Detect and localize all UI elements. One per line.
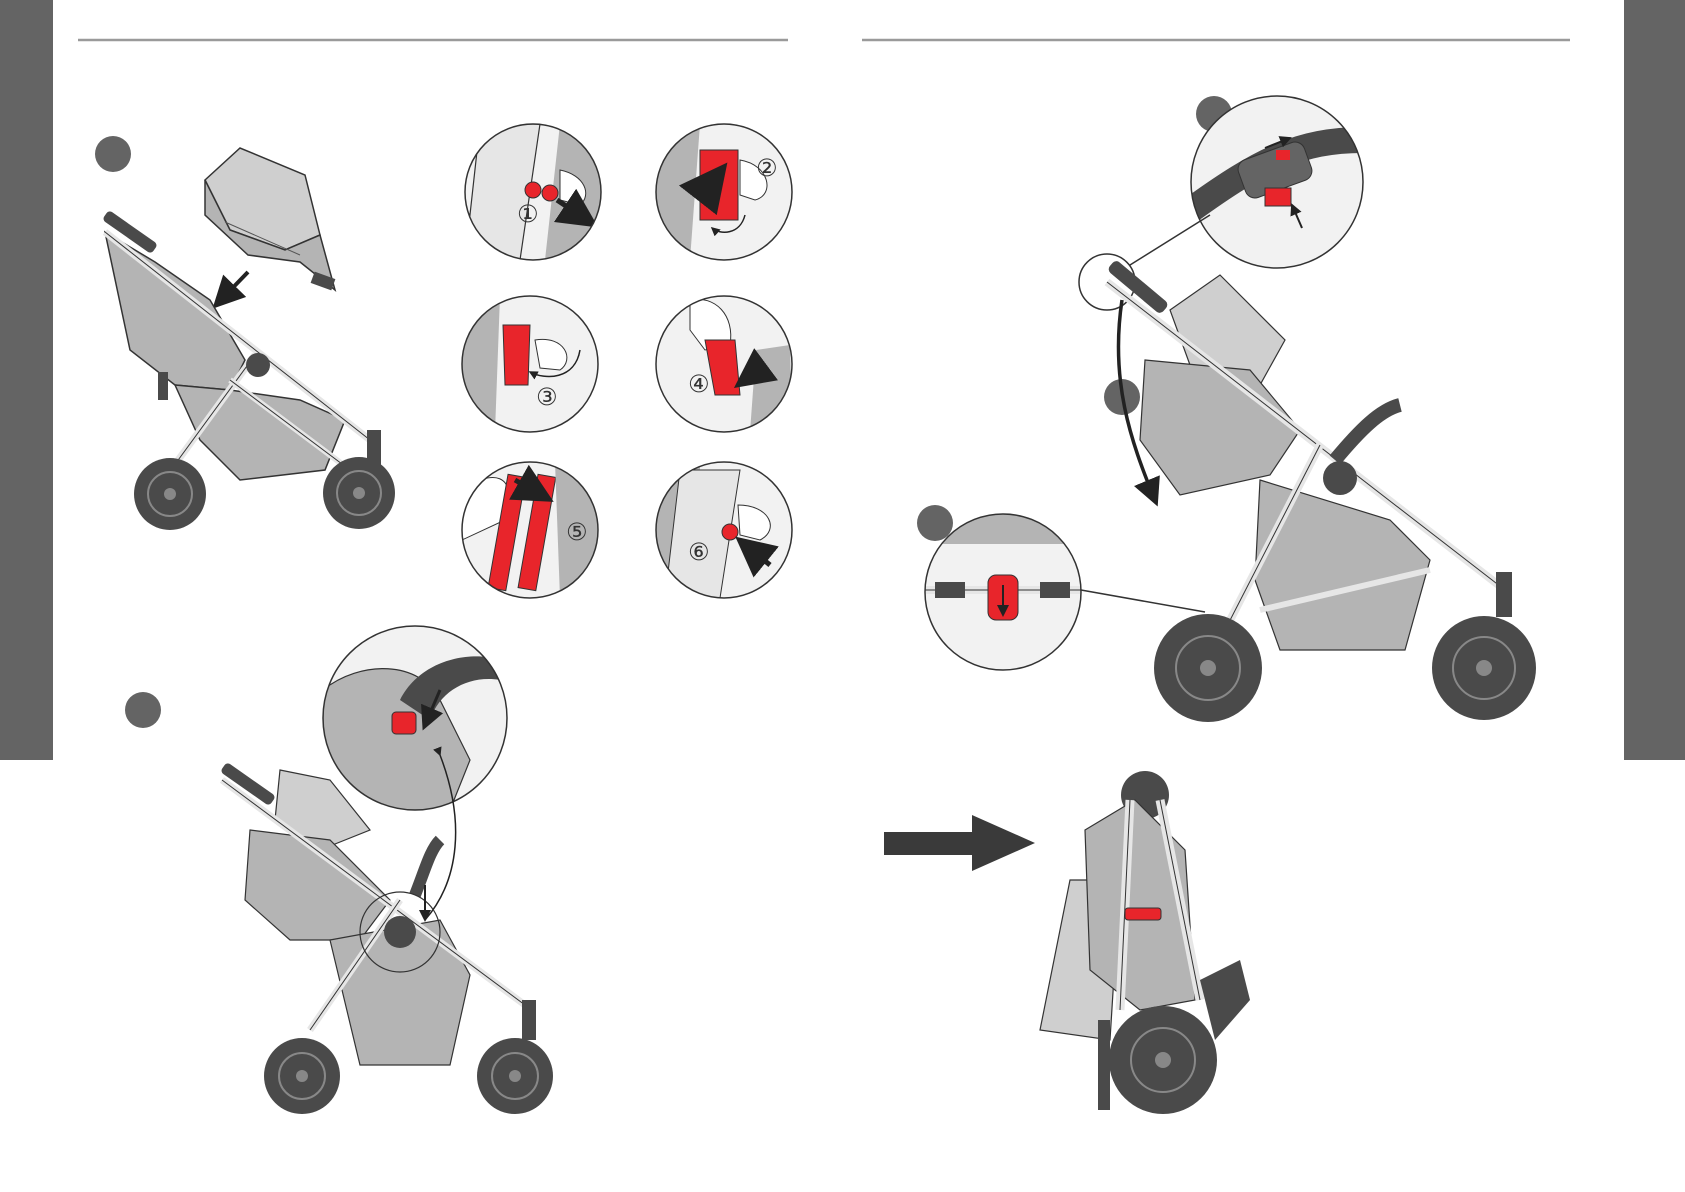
callout-5: ⑤ — [566, 518, 588, 546]
big-arrow-icon — [884, 815, 1035, 871]
detail-step-1: ① — [465, 124, 601, 260]
stroller-seat-attach-illustration — [102, 148, 395, 530]
stroller-icon — [102, 210, 395, 530]
detail-step-6: ⑥ — [656, 462, 792, 598]
detail-step-5: ⑤ — [462, 462, 598, 598]
lock-button-icon — [392, 712, 416, 734]
step-badge-right-lower — [917, 505, 953, 541]
callout-1: ① — [517, 200, 539, 228]
step-badge-left-top — [95, 136, 131, 172]
detail-step-2: ② — [656, 124, 792, 260]
right-side-tab — [1624, 0, 1685, 760]
stroller-seat-locked-illustration — [220, 762, 553, 1114]
detail-step-4: ④ — [656, 296, 792, 432]
callout-6: ⑥ — [688, 538, 710, 566]
callout-2: ② — [756, 154, 778, 182]
left-side-tab — [0, 0, 53, 760]
seat-unit-icon — [205, 148, 335, 290]
step-badge-left-bottom — [125, 692, 161, 728]
folded-stroller-icon — [1040, 771, 1250, 1114]
callout-4: ④ — [688, 370, 710, 398]
stroller-right-illustration — [1107, 259, 1536, 722]
detail-step-3: ③ — [462, 296, 598, 432]
callout-3: ③ — [536, 383, 558, 411]
